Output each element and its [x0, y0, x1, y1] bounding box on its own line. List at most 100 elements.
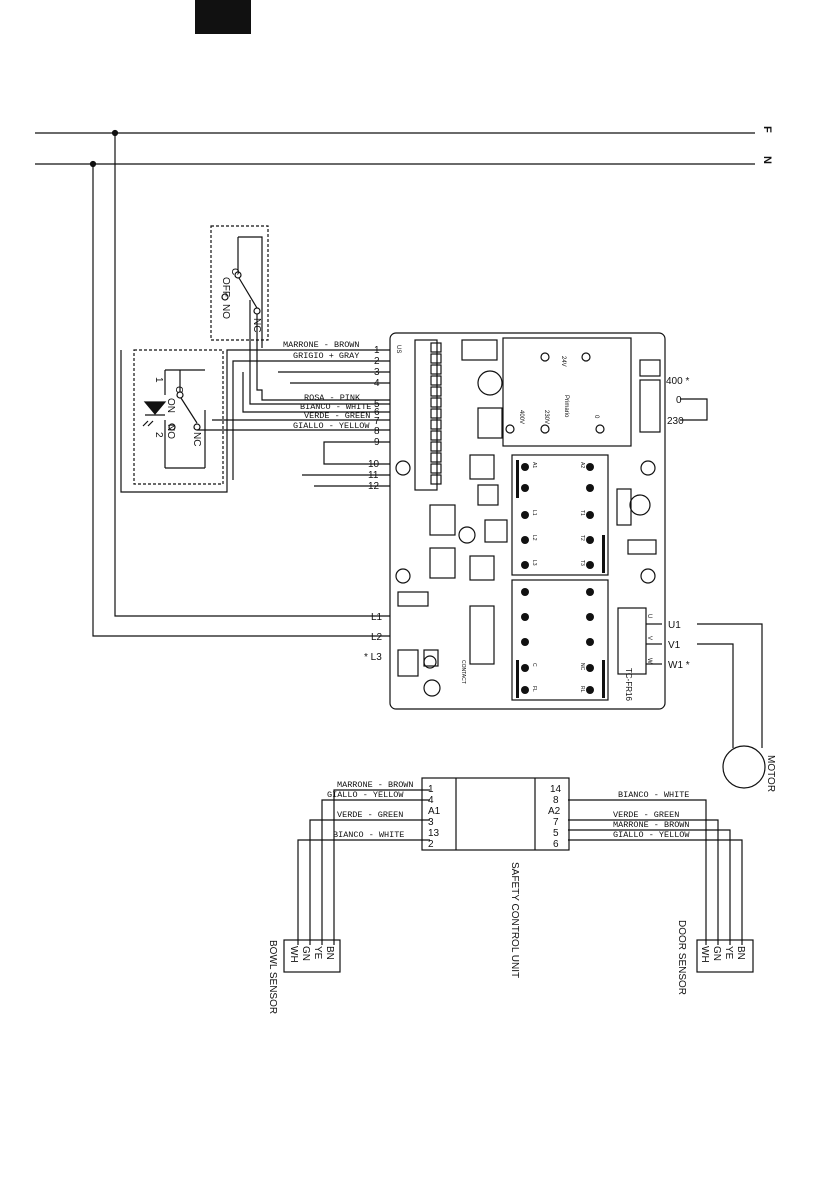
wire-5-label: ROSA - PINK: [304, 393, 361, 403]
transformer-primario: Primario: [563, 395, 569, 418]
wire-3-num: 3: [374, 367, 380, 378]
on-switch-c: C: [173, 386, 184, 393]
on-switch-blade: [180, 397, 198, 424]
chip-nc: NC: [579, 663, 585, 671]
chip-t3: T3: [579, 560, 585, 566]
scu-left-2: 2: [428, 839, 434, 850]
header-block: [195, 0, 251, 34]
scu-left-1: 1: [428, 784, 434, 795]
transformer-0: 0: [593, 415, 599, 419]
on-switch-nc: NC: [191, 432, 202, 446]
board-terminal-screws: [430, 342, 442, 485]
on-switch-nc-contact: [193, 423, 201, 431]
chip-t2: T2: [579, 535, 585, 541]
board-motor-v: V: [646, 636, 652, 640]
voltage-230: 230: [667, 416, 684, 427]
chip-a2: A2: [579, 462, 585, 468]
bowl-wire-green: [309, 819, 430, 945]
wire-8-label: GIALLO - YELLOW: [293, 421, 370, 431]
scu-left-4: 4: [428, 795, 434, 806]
off-switch-nc-lead: [256, 314, 390, 401]
on-switch-no-contact: [168, 423, 176, 431]
on-switch-on: ON: [165, 398, 176, 413]
bowl-wire-white: [297, 839, 430, 945]
chip-l2: L2: [531, 535, 537, 541]
door-pin-ye: YE: [723, 946, 734, 960]
off-switch-no-contact: [221, 293, 229, 301]
wire-7-label: VERDE - GREEN: [304, 411, 370, 421]
wire-4-num: 4: [374, 378, 380, 389]
chip-a1: A1: [531, 462, 537, 468]
bowl-pin-bn: BN: [324, 946, 335, 960]
board-motor-u: U: [646, 614, 652, 618]
scu-wire-right-brown: MARRONE - BROWN: [613, 820, 690, 830]
on-switch-no: NO: [165, 424, 176, 439]
wire-10-num: 10: [368, 459, 380, 470]
off-switch-nc: NC: [251, 318, 262, 332]
bowl-sensor-label: BOWL SENSOR: [267, 940, 278, 1014]
scu-right-7: 7: [553, 817, 559, 828]
door-pin-wh: WH: [699, 946, 710, 963]
scu-left-a1: A1: [428, 806, 441, 817]
scu-right-6: 6: [553, 839, 559, 850]
board-terminal-strip: [414, 339, 438, 491]
scu-right-14: 14: [550, 784, 562, 795]
bowl-wire-yellow: [321, 799, 430, 945]
bowl-pin-ye: YE: [312, 946, 323, 960]
chip-l3: L3: [531, 560, 537, 566]
chip-c: C: [531, 663, 537, 667]
voltage-0: 0: [676, 395, 682, 406]
motor-label: MOTOR: [765, 755, 776, 792]
wire-1-num: 1: [374, 345, 380, 356]
wire-6: [242, 372, 390, 413]
off-switch-c-lead: [238, 236, 263, 348]
on-switch-1: 1: [153, 377, 164, 383]
off-switch-off: OFF: [220, 277, 231, 297]
motor-u1: U1: [668, 620, 681, 631]
wire-1: [120, 349, 390, 493]
wire-v1-motor: [697, 643, 734, 748]
scu-wire-right-green: VERDE - GREEN: [613, 810, 679, 820]
scu-box: [421, 777, 570, 851]
scu-right-a2: A2: [548, 806, 561, 817]
chip-l1: L1: [531, 510, 537, 516]
transformer: [502, 337, 632, 447]
door-wire-yellow: [568, 839, 743, 945]
board-motor-w: W: [646, 658, 652, 664]
off-switch-blade: [238, 277, 258, 309]
contactor-1: [511, 454, 609, 576]
wire-1-label: MARRONE - BROWN: [283, 340, 360, 350]
main-board: [389, 332, 666, 710]
bowl-wire-brown: [333, 789, 430, 945]
scu-left-3: 3: [428, 817, 434, 828]
on-switch-2: 2: [153, 432, 164, 438]
on-switch-box: [133, 349, 224, 485]
wire-6-label: BIANCO - WHITE: [300, 402, 371, 412]
contactor-2: [511, 579, 609, 701]
scu-wire-left-white: BIANCO - WHITE: [333, 830, 404, 840]
transformer-400v: 400V: [518, 410, 524, 424]
board-prefix: US: [395, 345, 401, 353]
scu-wire-left-yellow: GIALLO - YELLOW: [327, 790, 404, 800]
wire-6-num: 6: [374, 407, 380, 418]
scu-wire-left-brown: MARRONE - BROWN: [337, 780, 414, 790]
door-wire-white: [568, 799, 707, 945]
scu-wire-right-yellow: GIALLO - YELLOW: [613, 830, 690, 840]
chip-rl: RL: [579, 686, 585, 693]
wire-2: [232, 360, 390, 480]
scu-right-5: 5: [553, 828, 559, 839]
door-pin-gn: GN: [711, 946, 722, 961]
board-brand: CONTACT: [460, 660, 466, 684]
wire-u1-motor: [697, 623, 763, 748]
mains-l2: L2: [371, 632, 383, 643]
capacitor: [477, 370, 503, 396]
scu-wire-right-white: BIANCO - WHITE: [618, 790, 689, 800]
wire-12-num: 12: [368, 481, 380, 492]
mains-l3: * L3: [364, 652, 382, 663]
door-sensor-label: DOOR SENSOR: [676, 920, 687, 995]
wire-7-num: 7: [374, 416, 380, 427]
wire-f-to-l1: [114, 133, 390, 617]
bowl-pin-gn: GN: [300, 946, 311, 961]
